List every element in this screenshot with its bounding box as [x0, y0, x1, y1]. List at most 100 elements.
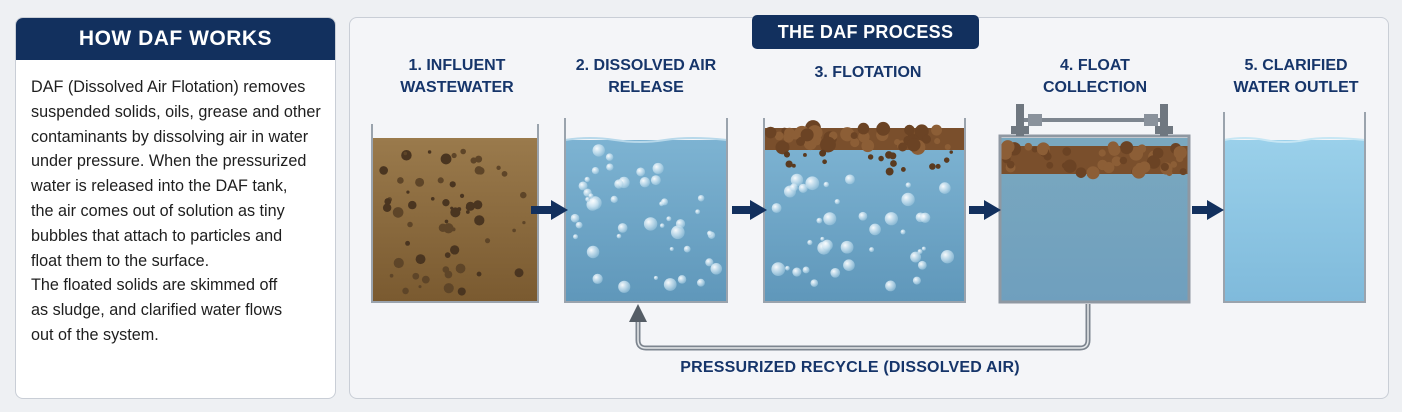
- air-bubble-icon: [858, 211, 868, 221]
- air-bubble-icon: [617, 223, 628, 233]
- sludge-clump-icon: [1179, 168, 1187, 176]
- air-bubble-icon: [585, 196, 591, 202]
- particle-icon: [393, 257, 404, 269]
- particle-icon: [949, 150, 953, 154]
- particle-icon: [415, 177, 425, 187]
- sludge-clump-icon: [876, 121, 891, 136]
- recycle-pipe-icon: [629, 304, 1091, 351]
- description-line: under pressure. When the pressurized: [31, 152, 307, 171]
- air-bubble-icon: [798, 183, 808, 193]
- sludge-clump-icon: [1093, 170, 1100, 177]
- particle-icon: [785, 160, 793, 168]
- air-bubble-icon: [785, 265, 790, 271]
- particle-icon: [406, 190, 410, 194]
- recycle-label: PRESSURIZED RECYCLE (DISSOLVED AIR): [680, 359, 1020, 376]
- particle-icon: [473, 200, 483, 210]
- sludge-clump-icon: [1024, 142, 1033, 151]
- sludge-clump-icon: [1001, 140, 1015, 154]
- sludge-clump-icon: [1170, 161, 1178, 168]
- sludge-clump-icon: [1108, 143, 1121, 156]
- particle-icon: [935, 163, 941, 169]
- bubble-tank-icon: [564, 118, 728, 303]
- stage-label-clarified-outlet: 5. CLARIFIED WATER OUTLET: [1233, 57, 1359, 96]
- particle-icon: [401, 150, 412, 161]
- air-bubble-icon: [885, 280, 896, 292]
- particle-icon: [459, 193, 465, 199]
- particle-icon: [885, 167, 894, 176]
- sludge-clump-icon: [820, 136, 836, 153]
- air-bubble-icon: [588, 196, 602, 210]
- description-line: The floated solids are skimmed off: [31, 276, 278, 295]
- particle-icon: [451, 152, 457, 159]
- air-bubble-icon: [683, 245, 691, 253]
- particle-icon: [389, 273, 394, 278]
- particle-icon: [803, 153, 807, 157]
- sludge-clump-icon: [907, 137, 921, 152]
- particle-icon: [415, 254, 426, 265]
- particle-icon: [437, 177, 444, 184]
- sludge-clump-icon: [861, 139, 875, 153]
- particle-icon: [408, 200, 417, 210]
- sludge-clump-icon: [1173, 145, 1187, 160]
- air-bubble-icon: [639, 177, 651, 188]
- sludge-clump-icon: [858, 131, 870, 143]
- air-bubble-icon: [666, 216, 672, 222]
- air-bubble-icon: [771, 262, 786, 276]
- air-bubble-icon: [771, 203, 782, 213]
- air-bubble-icon: [900, 229, 906, 235]
- description-line: float them to the surface.: [31, 251, 210, 270]
- stage-label-flotation: 3. FLOTATION: [814, 64, 922, 81]
- sludge-clump-icon: [1006, 160, 1015, 169]
- sludge-clump-icon: [850, 137, 860, 148]
- air-bubble-icon: [940, 250, 955, 264]
- particle-icon: [512, 228, 516, 233]
- description-line: water is released into the DAF tank,: [31, 177, 288, 196]
- flow-arrow-icon: [969, 200, 1001, 220]
- air-bubble-icon: [652, 162, 664, 175]
- particle-icon: [474, 166, 484, 175]
- description-line: out of the system.: [31, 325, 159, 344]
- particle-icon: [418, 285, 422, 289]
- stage-label-float-collection: 4. FLOAT COLLECTION: [1043, 57, 1147, 96]
- wastewater-tank-icon: [371, 124, 539, 303]
- particle-icon: [929, 163, 936, 170]
- air-bubble-icon: [823, 181, 829, 188]
- flotation-tank-icon: [763, 118, 966, 303]
- sludge-clump-icon: [1062, 147, 1072, 156]
- air-bubble-icon: [653, 275, 659, 281]
- particle-icon: [466, 210, 470, 214]
- process-title: THE DAF PROCESS: [752, 15, 979, 49]
- air-bubble-icon: [840, 240, 854, 254]
- particle-icon: [440, 153, 452, 165]
- air-bubble-icon: [912, 276, 921, 285]
- air-bubble-icon: [921, 246, 926, 251]
- particle-icon: [444, 252, 451, 258]
- air-bubble-icon: [710, 263, 723, 275]
- air-bubble-icon: [618, 280, 631, 293]
- air-bubble-icon: [578, 181, 588, 191]
- particle-icon: [474, 215, 485, 226]
- air-bubble-icon: [830, 267, 841, 278]
- air-bubble-icon: [669, 246, 674, 252]
- sludge-clump-icon: [1119, 156, 1128, 165]
- stage-label-air-release: 2. DISSOLVED AIR RELEASE: [575, 57, 717, 96]
- air-bubble-icon: [592, 144, 605, 157]
- air-bubble-icon: [843, 259, 855, 272]
- air-bubble-icon: [920, 212, 931, 223]
- particle-icon: [501, 170, 508, 177]
- flow-arrow-icon: [1192, 200, 1224, 220]
- particle-icon: [520, 191, 527, 199]
- particle-icon: [791, 163, 796, 168]
- air-bubble-icon: [789, 183, 798, 192]
- air-bubble-icon: [917, 260, 927, 270]
- air-bubble-icon: [810, 279, 819, 287]
- air-bubble-icon: [705, 258, 714, 267]
- air-bubble-icon: [805, 176, 820, 191]
- sludge-clump-icon: [1103, 162, 1115, 174]
- panel-title: HOW DAF WORKS: [16, 18, 335, 60]
- sludge-clump-icon: [934, 138, 941, 145]
- air-bubble-icon: [659, 223, 665, 228]
- particle-icon: [444, 219, 449, 224]
